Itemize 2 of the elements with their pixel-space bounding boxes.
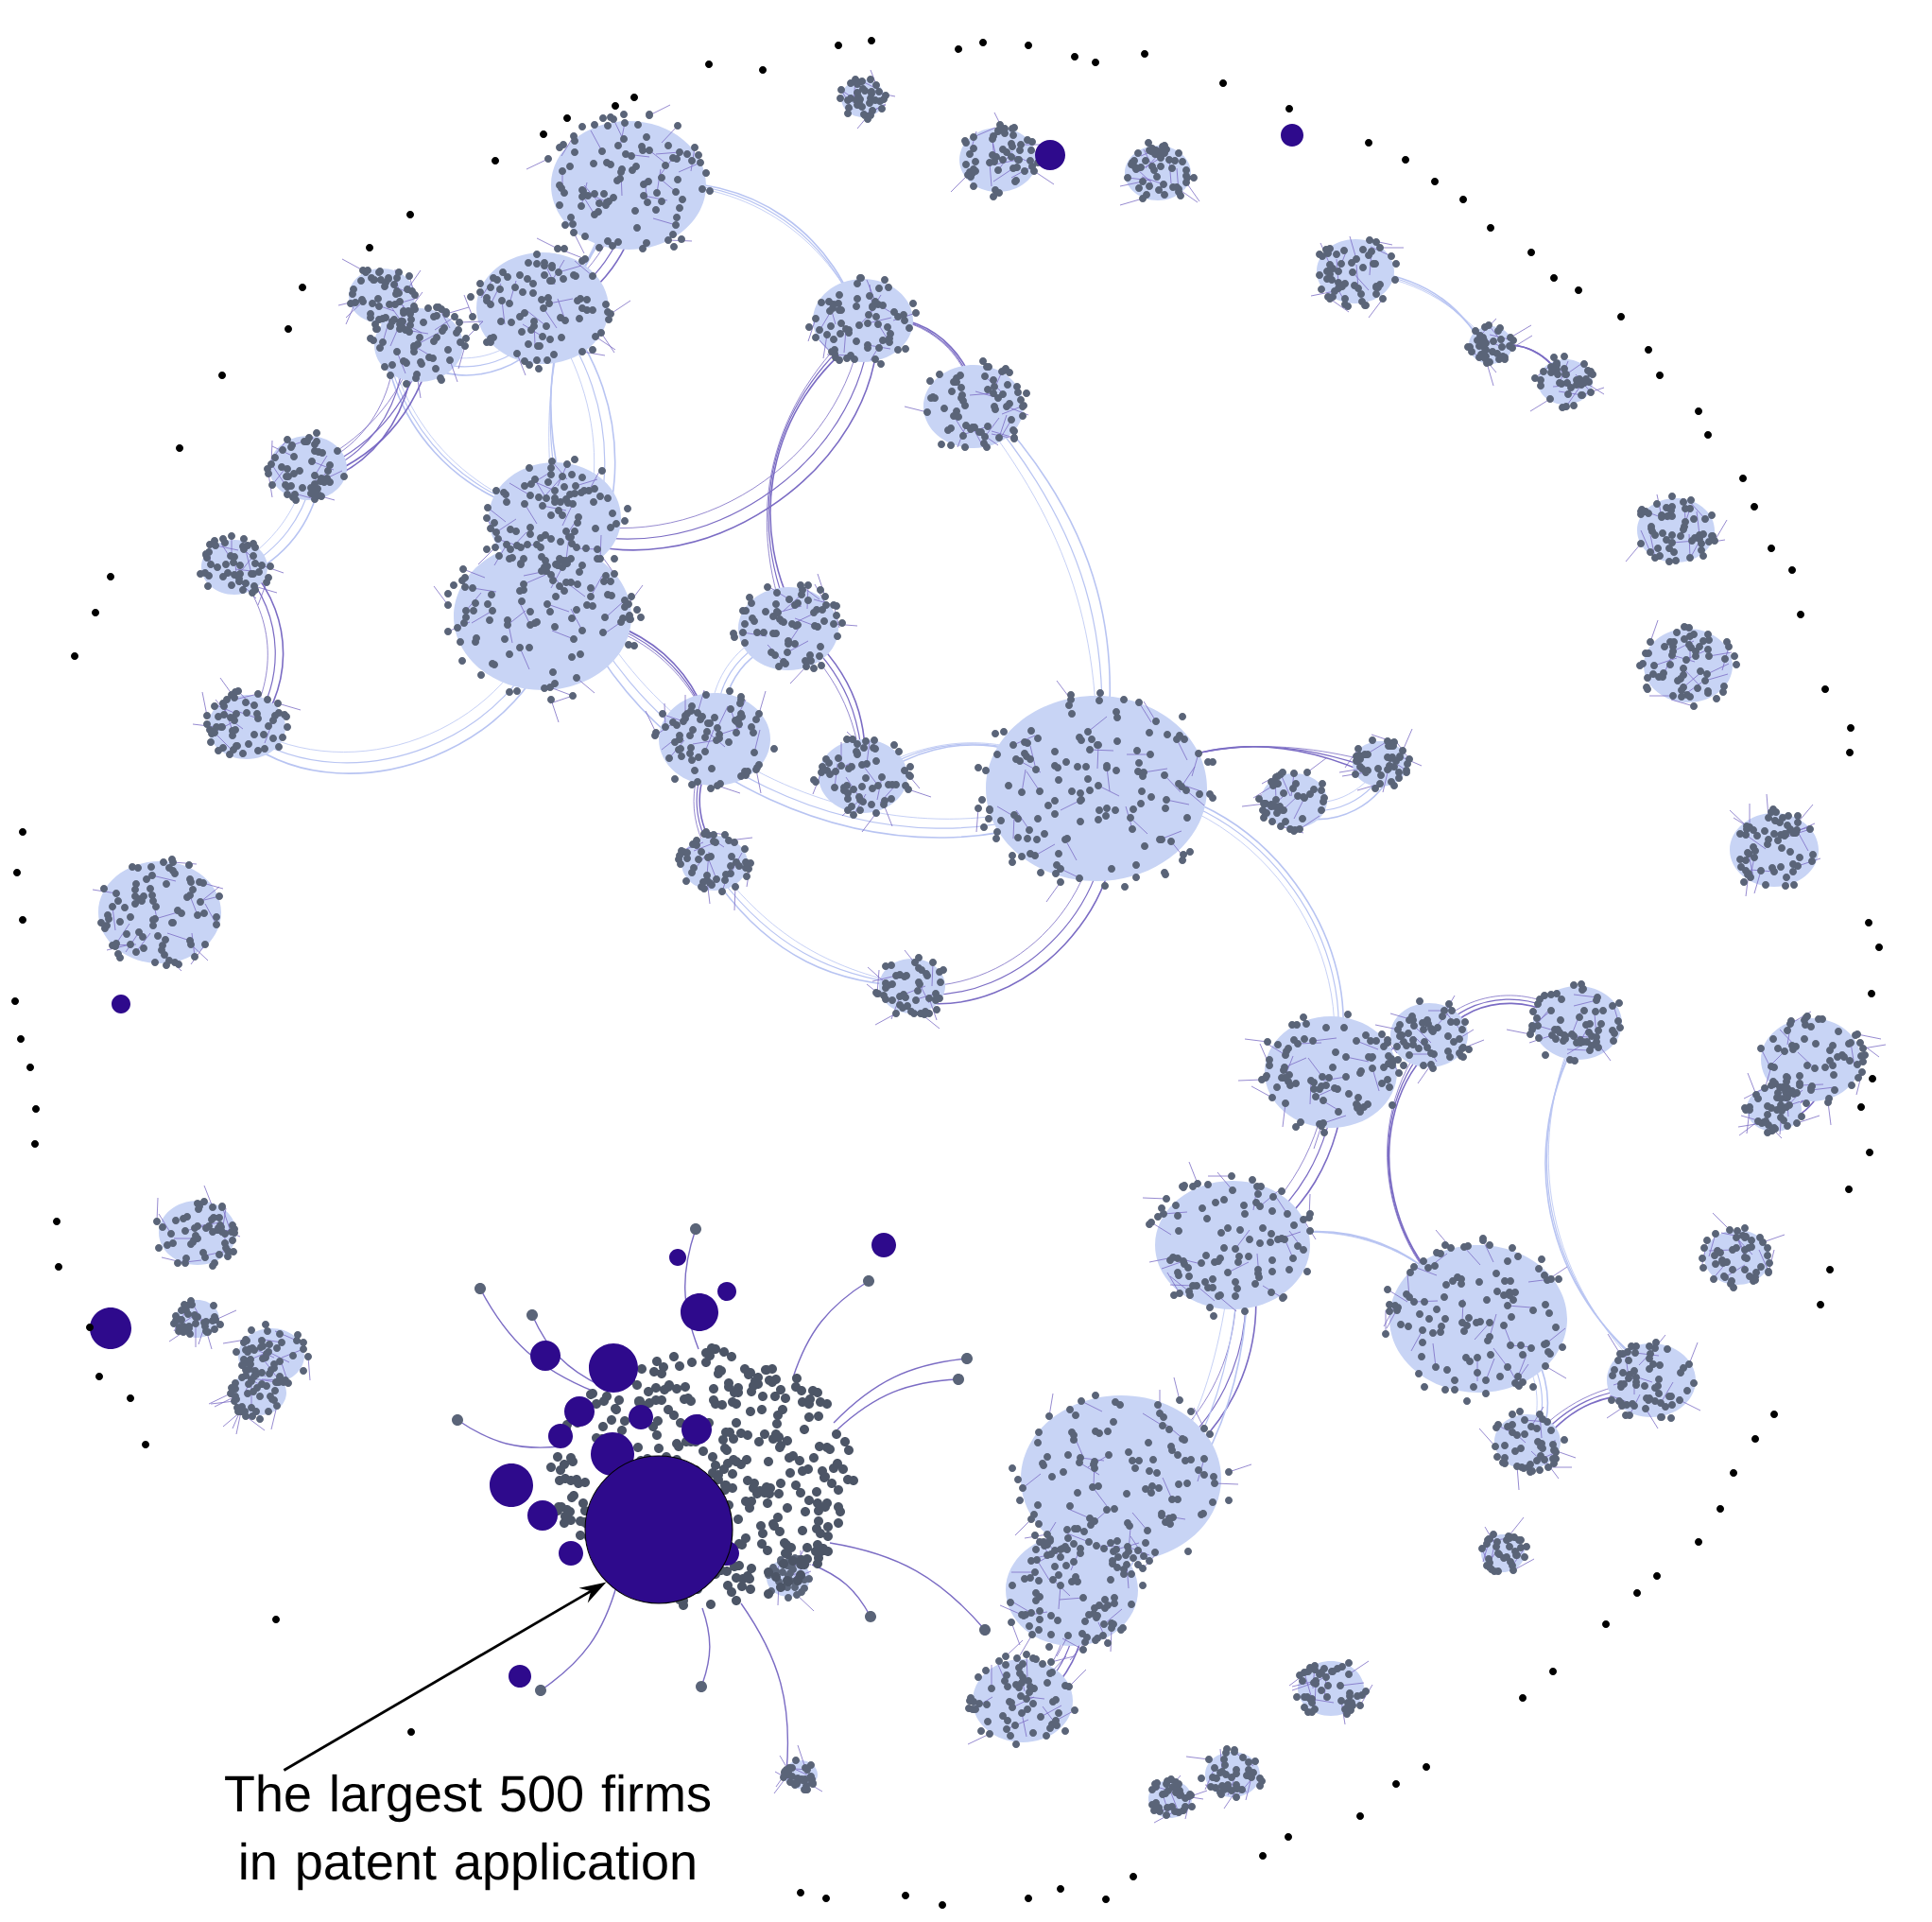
firm-node xyxy=(584,1455,733,1604)
annotation-label: The largest 500 firms in patent application xyxy=(225,1774,711,1891)
